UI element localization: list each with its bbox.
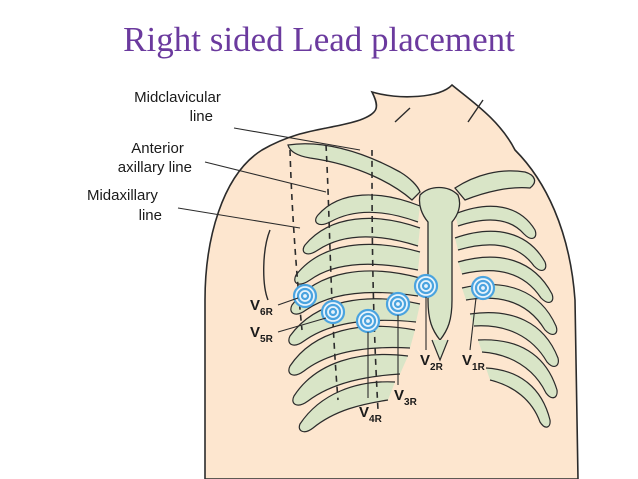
electrode-v4r <box>355 308 381 334</box>
lead-label-v3r: V3R <box>394 387 418 408</box>
lead-label-v1r: V1R <box>462 352 486 373</box>
lead-label-v6r: V6R <box>250 297 274 318</box>
midclavicular-label: Midclavicular line <box>134 89 225 125</box>
midaxillary-label: Midaxillary line <box>87 187 162 224</box>
lead-label-v5r: V5R <box>250 324 274 345</box>
anterior-axillary-label: Anterior axillary line <box>118 140 192 176</box>
right-clavicle <box>287 143 421 201</box>
page-title: Right sided Lead placement <box>123 20 515 59</box>
ribs-right <box>288 194 421 433</box>
electrode-v6r <box>292 283 318 309</box>
electrodes <box>292 273 496 334</box>
lead-label-v2r: V2R <box>420 352 444 373</box>
electrode-v3r <box>385 291 411 317</box>
electrode-v1r <box>470 275 496 301</box>
ribs-left <box>454 205 559 428</box>
reference-lines <box>289 144 379 411</box>
electrode-v2r <box>413 273 439 299</box>
electrode-v5r <box>320 299 346 325</box>
sternum <box>418 186 461 342</box>
lead-label-v4r: V4R <box>359 404 383 425</box>
left-clavicle <box>454 170 536 201</box>
